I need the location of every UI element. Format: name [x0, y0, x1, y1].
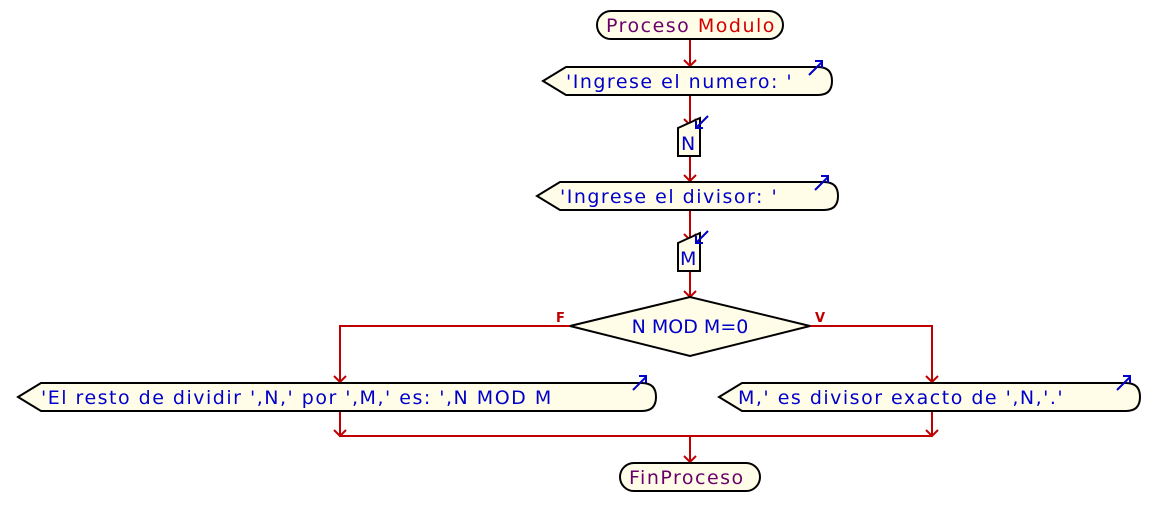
arrowhead — [925, 429, 939, 438]
start-terminator[interactable]: Proceso Modulo — [596, 10, 784, 40]
output-text: 'Ingrese el numero: ' — [566, 71, 793, 93]
output-step-2[interactable]: 'Ingrese el divisor: ' — [535, 175, 840, 211]
start-keyword: Proceso — [606, 15, 690, 37]
process-name: Modulo — [698, 15, 776, 37]
input-step-2[interactable]: M — [677, 230, 709, 272]
output-false-branch[interactable]: 'El resto de dividir ',N,' por ',M,' es:… — [16, 375, 658, 412]
output-step-1[interactable]: 'Ingrese el numero: ' — [541, 60, 834, 96]
output-text: 'Ingrese el divisor: ' — [560, 186, 778, 208]
decision-shape — [569, 295, 811, 358]
input-variable: M — [680, 248, 698, 270]
connector-false-branch — [339, 325, 570, 382]
end-shape — [619, 462, 761, 492]
connector-true-branch — [810, 325, 933, 382]
arrowhead — [333, 429, 347, 438]
output-arrow-icon — [632, 375, 647, 391]
output-text: M,' es divisor exacto de ',N,'.' — [738, 387, 1064, 409]
output-text: 'El resto de dividir ',N,' por ',M,' es:… — [41, 387, 553, 409]
start-shape — [596, 10, 784, 40]
input-variable: N — [681, 133, 697, 155]
input-arrow-icon — [695, 230, 709, 244]
end-keyword: FinProceso — [629, 467, 745, 489]
output-arrow-icon — [814, 175, 829, 191]
input-shape — [677, 231, 701, 272]
decision-condition: N MOD M=0 — [632, 316, 749, 338]
start-label: Proceso Modulo — [606, 15, 776, 37]
output-arrow-icon — [808, 60, 823, 76]
true-branch-label: V — [815, 311, 825, 326]
false-branch-label: F — [556, 311, 565, 326]
input-shape — [677, 116, 701, 157]
output-shape — [16, 382, 658, 412]
input-arrow-icon — [695, 115, 709, 129]
input-step-1[interactable]: N — [677, 115, 709, 157]
output-shape — [717, 382, 1142, 412]
output-true-branch[interactable]: M,' es divisor exacto de ',N,'.' — [717, 375, 1142, 412]
end-terminator[interactable]: FinProceso — [619, 462, 761, 492]
decision[interactable]: N MOD M=0 F V — [556, 295, 825, 358]
output-arrow-icon — [1116, 375, 1131, 391]
connector-merge-left — [339, 411, 932, 437]
